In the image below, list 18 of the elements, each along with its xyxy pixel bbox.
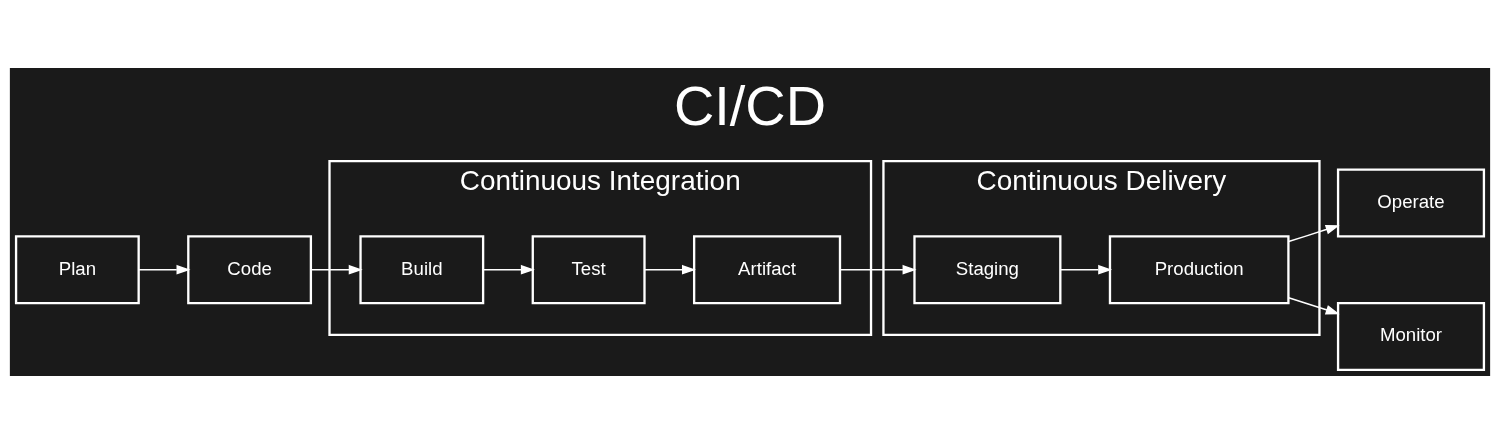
node-box: Staging	[913, 234, 1062, 304]
node-box: Operate	[1336, 167, 1486, 237]
arrow	[1060, 264, 1113, 275]
node-box: Build	[359, 234, 485, 304]
arrow	[482, 264, 535, 275]
arrow	[1287, 296, 1340, 315]
diagram-title: CI/CD	[673, 73, 827, 137]
arrow	[138, 264, 191, 275]
node-box: Plan	[14, 234, 140, 304]
arrow	[839, 264, 917, 275]
node-box: Code	[187, 234, 313, 304]
node-box: Monitor	[1336, 301, 1486, 371]
arrow	[643, 264, 696, 275]
node-box: Production	[1108, 234, 1290, 304]
arrow	[1287, 224, 1340, 242]
node-box: Test	[531, 234, 646, 304]
arrow	[310, 264, 363, 275]
node-box: Artifact	[692, 234, 842, 304]
